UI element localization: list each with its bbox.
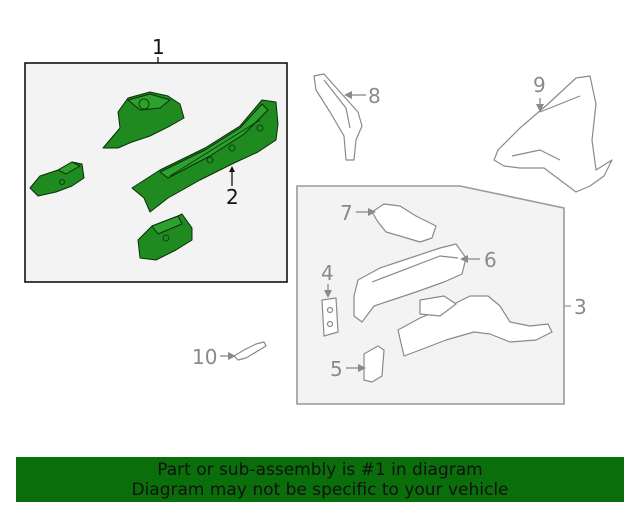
highlighted-parts[interactable] bbox=[29, 91, 279, 261]
part-4-plate bbox=[321, 297, 339, 337]
info-banner: Part or sub-assembly is #1 in diagram Di… bbox=[16, 457, 624, 502]
part-detail-lines bbox=[59, 98, 264, 242]
callout-9: 9 bbox=[533, 73, 546, 97]
callout-10: 10 bbox=[192, 345, 217, 369]
part-5-bracket bbox=[363, 345, 385, 383]
banner-line-1: Part or sub-assembly is #1 in diagram bbox=[157, 460, 483, 480]
part-tower-bracket bbox=[102, 91, 185, 149]
callout-6: 6 bbox=[484, 248, 497, 272]
callout-3: 3 bbox=[574, 295, 587, 319]
part-9-panel bbox=[493, 75, 613, 193]
callout-2-arrow bbox=[229, 166, 235, 172]
callout-1: 1 bbox=[152, 35, 165, 59]
part-3-lower-rail bbox=[397, 295, 553, 357]
callout-8: 8 bbox=[368, 84, 381, 108]
part-8-pillar bbox=[313, 73, 363, 161]
callout-7: 7 bbox=[340, 201, 353, 225]
callout-leaders-gray bbox=[220, 91, 544, 372]
banner-line-2: Diagram may not be specific to your vehi… bbox=[131, 480, 509, 500]
part-7-bracket bbox=[371, 203, 437, 243]
part-10-clip bbox=[233, 341, 267, 361]
inactive-parts bbox=[233, 73, 613, 383]
parts-diagram: 1 2 3 4 5 6 7 8 9 10 bbox=[24, 35, 613, 405]
part-6-rail bbox=[353, 243, 467, 323]
callout-5: 5 bbox=[330, 357, 343, 381]
callout-2: 2 bbox=[226, 185, 239, 209]
callout-4: 4 bbox=[321, 261, 334, 285]
